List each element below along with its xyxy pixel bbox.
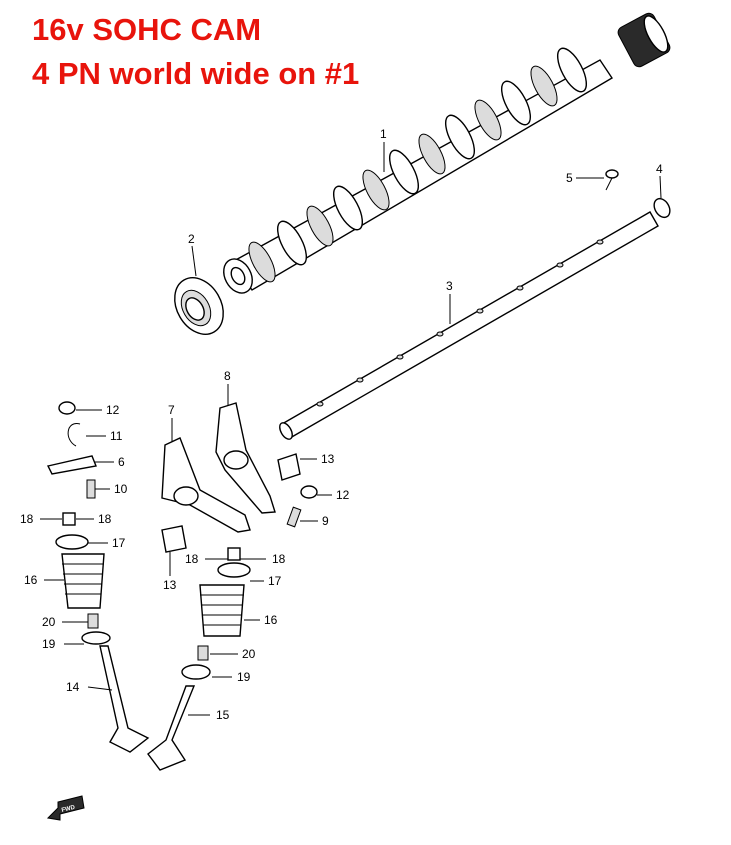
title-line-1: 16v SOHC CAM [32, 12, 262, 47]
callout-7: 7 [168, 403, 175, 417]
callout-2: 2 [188, 232, 195, 246]
callout-labels: 1 2 3 4 5 6 7 8 9 10 11 12 12 13 13 14 1… [20, 127, 663, 722]
title-line-2: 4 PN world wide on #1 [32, 56, 360, 91]
callout-18-a: 18 [20, 512, 34, 526]
callout-13-left: 13 [163, 578, 177, 592]
callout-3: 3 [446, 279, 453, 293]
callout-16-right: 16 [264, 613, 278, 627]
rocker-arm-intake-bore [173, 486, 199, 506]
callout-20-right: 20 [242, 647, 256, 661]
callout-18-d: 18 [272, 552, 286, 566]
spring-retainer-right [217, 562, 251, 578]
callout-15: 15 [216, 708, 230, 722]
spring-seat-right [181, 664, 211, 680]
callout-9: 9 [322, 514, 329, 528]
callout-17-right: 17 [268, 574, 282, 588]
rocker-arm-exhaust-bore [223, 450, 249, 470]
spring-seat-left [81, 631, 111, 645]
adjusting-screw-right [286, 506, 302, 528]
callout-16-left: 16 [24, 573, 38, 587]
callout-1: 1 [380, 127, 387, 141]
callout-6: 6 [118, 455, 125, 469]
intake-valve [99, 645, 150, 753]
callout-17-left: 17 [112, 536, 126, 550]
rocker-spring-left [161, 525, 187, 553]
callout-4: 4 [656, 162, 663, 176]
adjusting-plate [46, 455, 97, 475]
exhaust-valve [147, 685, 196, 771]
callout-14: 14 [66, 680, 80, 694]
adjusting-screw-left [86, 479, 96, 499]
retainer-key-right [227, 547, 241, 561]
callout-18-b: 18 [98, 512, 112, 526]
o-ring [653, 197, 671, 219]
callout-10: 10 [114, 482, 128, 496]
callout-11: 11 [110, 429, 123, 443]
nut-left [58, 401, 76, 415]
retainer-key-left [62, 512, 76, 526]
callout-8: 8 [224, 369, 231, 383]
callout-18-c: 18 [185, 552, 199, 566]
valve-spring-right [199, 584, 245, 637]
rocker-arm-intake [161, 437, 251, 533]
leader-lines [40, 142, 662, 716]
nut-right [300, 485, 318, 499]
callout-13-right: 13 [321, 452, 335, 466]
callout-12-right: 12 [336, 488, 350, 502]
callout-19-left: 19 [42, 637, 56, 651]
oil-seal [174, 277, 224, 335]
callout-12-left: 12 [106, 403, 120, 417]
spring-retainer-left [55, 534, 89, 550]
callout-19-right: 19 [237, 670, 251, 684]
valve-stem-seal-right [197, 645, 209, 661]
callout-5: 5 [566, 171, 573, 185]
camshaft-lobes [248, 47, 588, 283]
rocker-spring-right [277, 453, 301, 481]
rocker-arm-shaft [279, 211, 659, 440]
camshaft [223, 12, 671, 294]
spring-clip [67, 423, 81, 447]
fwd-arrow: FWD [46, 795, 85, 821]
fwd-label: FWD [61, 805, 76, 814]
valve-spring-left [61, 553, 105, 609]
callout-20-left: 20 [42, 615, 56, 629]
valve-stem-seal-left [87, 613, 99, 629]
screw [605, 169, 619, 191]
